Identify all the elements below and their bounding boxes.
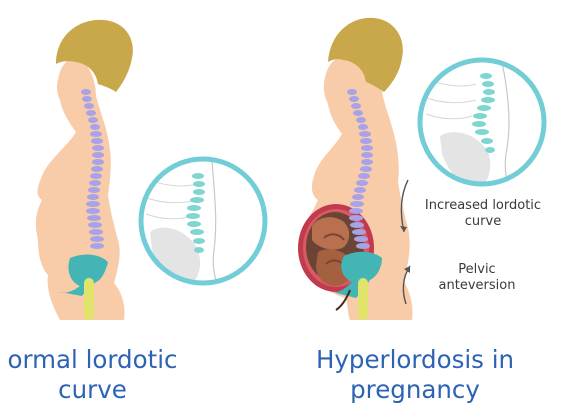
right-femur (358, 278, 368, 320)
hyperlordosis-caption-text: Hyperlordosis in pregnancy (316, 345, 514, 404)
hyperlordosis-pregnancy-caption: Hyperlordosis in pregnancy (282, 345, 548, 405)
left-femur (84, 278, 94, 320)
normal-lordotic-curve-caption: ormal lordotic curve (0, 345, 235, 405)
pregnancy-posture-figure (298, 18, 413, 320)
normal-posture-figure: // placeholder for static group (vertebr… (36, 20, 133, 320)
increased-lordotic-curve-label: Increased lordotic curve (402, 198, 564, 230)
increased-lordotic-curve-text: Increased lordotic curve (425, 198, 541, 229)
hyperlordosis-zoom-circle (420, 60, 544, 194)
pelvic-anteversion-text: Pelvic anteversion (439, 262, 516, 293)
pelvic-anteversion-label: Pelvic anteversion (413, 262, 541, 294)
normal-caption-text: ormal lordotic curve (8, 345, 178, 404)
normal-spine-zoom-circle (140, 159, 265, 290)
